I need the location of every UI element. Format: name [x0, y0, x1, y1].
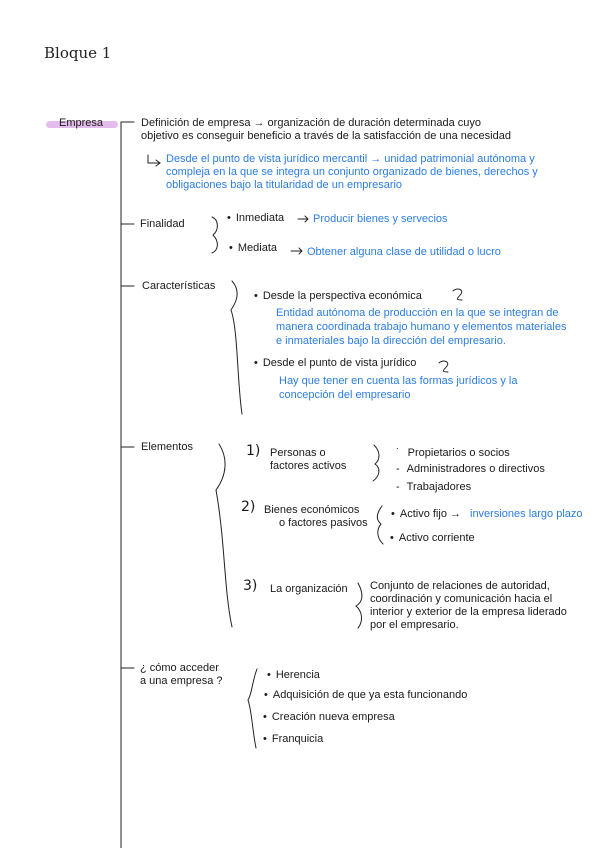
brace-bienes: [376, 505, 384, 545]
personas-item-administradores: Administradores o directivos: [396, 462, 545, 476]
brace-personas: [372, 444, 380, 482]
arrow-mediata: [290, 247, 303, 255]
personas-label-line2: factores activos: [270, 460, 347, 472]
juridico-mercantil-line3: obligaciones bajo la titularidad de un e…: [166, 179, 403, 191]
brace-organizacion: [355, 582, 363, 629]
finalidad-inmediata-desc: Producir bienes y servecios: [313, 213, 448, 225]
return-arrow-head: [155, 159, 161, 167]
caracteristicas-economica: Desde la perspectiva económica: [254, 289, 422, 303]
root-highlight: [46, 121, 118, 128]
juridico-mercantil-line1: Desde el punto de vista jurídico mercant…: [166, 153, 535, 165]
juridico-mercantil-line2: compleja en la que se integra un conjunt…: [166, 166, 538, 178]
organizacion-desc-line3: interior y exterior de la empresa lidera…: [370, 606, 567, 618]
personas-item-trabajadores: Trabajadores: [396, 480, 471, 494]
organizacion-label: La organización: [270, 583, 348, 595]
personas-item-propietarios: Propietarios o socios: [396, 446, 510, 460]
page-title: Bloque 1: [44, 44, 112, 62]
economica-desc-line2: manera coordinada trabajo humano y eleme…: [276, 321, 567, 333]
organizacion-desc-line1: Conjunto de relaciones de autoridad,: [370, 580, 550, 592]
brace-acceder: [247, 668, 258, 749]
arrow-inmediata: [297, 215, 309, 223]
brace-elementos: [215, 443, 233, 628]
root-label: Empresa: [59, 117, 104, 129]
return-arrow-line: [147, 154, 161, 164]
acceder-item-adquisicion: Adquisición de que ya esta funcionando: [264, 688, 467, 702]
elementos-label: Elementos: [141, 441, 193, 453]
economica-desc-line3: e inmateriales bajo la dirección del emp…: [276, 335, 506, 347]
organizacion-number: 3): [243, 578, 258, 594]
bienes-activo-fijo-desc: inversiones largo plazo: [470, 508, 583, 520]
acceder-label-line2: a una empresa ?: [140, 675, 223, 687]
brace-finalidad: [211, 216, 218, 254]
acceder-label-line1: ¿ cómo acceder: [140, 662, 219, 674]
economica-desc-line1: Entidad autónoma de producción en la que…: [276, 307, 559, 319]
finalidad-mediata: Mediata: [229, 241, 277, 255]
personas-label-line1: Personas o: [270, 447, 326, 459]
definicion-line2: objetivo es conseguir beneficio a través…: [141, 130, 511, 142]
bienes-number: 2): [241, 499, 256, 515]
acceder-item-creacion: Creación nueva empresa: [263, 710, 395, 724]
caracteristicas-juridico: Desde el punto de vista jurídico: [254, 356, 416, 370]
definicion-line1: Definición de empresa → organización de …: [141, 117, 481, 129]
caracteristicas-label: Características: [142, 280, 216, 292]
finalidad-label: Finalidad: [140, 218, 185, 230]
bienes-label-line1: Bienes económicos: [264, 504, 360, 516]
organizacion-desc-line4: por el empresario.: [370, 619, 459, 631]
squiggle-juridico: [438, 360, 449, 373]
bienes-label-line2: o factores pasivos: [279, 517, 368, 529]
brace-caracteristicas: [230, 280, 243, 415]
squiggle-economica: [452, 288, 463, 301]
finalidad-mediata-desc: Obtener alguna clase de utilidad o lucro: [307, 246, 501, 258]
finalidad-inmediata: Inmediata: [227, 211, 284, 225]
juridico-desc-line1: Hay que tener en cuenta las formas juríd…: [279, 375, 518, 387]
bienes-activo-corriente: Activo corriente: [390, 531, 475, 545]
organizacion-desc-line2: coordinación y comunicación hacia el: [370, 593, 553, 605]
acceder-item-franquicia: Franquicia: [263, 732, 323, 746]
acceder-item-herencia: Herencia: [267, 668, 320, 682]
juridico-desc-line2: concepción del empresario: [279, 389, 411, 401]
bienes-activo-fijo: Activo fijo →: [391, 507, 461, 521]
personas-number: 1): [246, 443, 261, 459]
